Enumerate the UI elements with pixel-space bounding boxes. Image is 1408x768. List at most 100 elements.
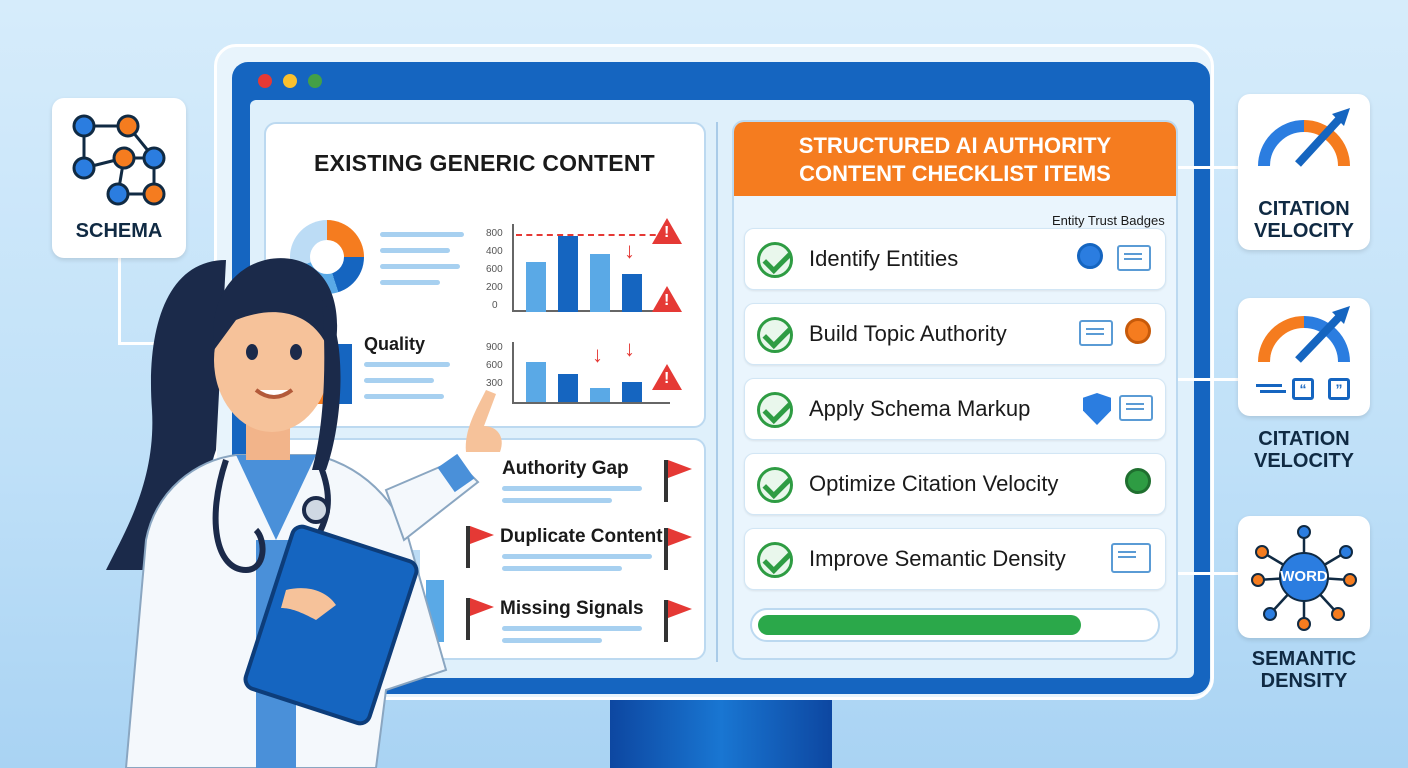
schema-card: SCHEMA [52, 98, 186, 258]
down-arrow-icon: ↓ [624, 238, 635, 263]
text-placeholder-line [364, 378, 434, 383]
bar-chart-2: 900 600 300 ↓ ↓ [486, 336, 682, 404]
checklist-item-label: Identify Entities [809, 246, 959, 271]
quote-open-icon: “ [1292, 378, 1314, 400]
checklist-item-apply-schema-markup[interactable]: Apply Schema Markup [744, 378, 1166, 440]
scrubs [236, 455, 316, 540]
issue-duplicate-content: Duplicate Content [500, 526, 663, 547]
warning-icon: ! [652, 364, 682, 390]
check-icon [757, 242, 793, 278]
check-icon [757, 392, 793, 428]
chart-bar [622, 382, 642, 402]
text-placeholder-line [502, 554, 652, 559]
quality-label: Quality [364, 334, 426, 354]
tick-label: 600 [486, 360, 503, 371]
speedometer-arrow-icon [1258, 108, 1350, 167]
citation-velocity-label-2: CITATION VELOCITY [1253, 428, 1354, 472]
donut-chart [290, 220, 364, 294]
text-placeholder-line [380, 232, 464, 237]
text-placeholder-line [364, 394, 444, 399]
chart-bar [590, 388, 610, 402]
red-flag-icon [664, 600, 692, 642]
tick-label: 0 [492, 300, 498, 311]
entity-trust-badges-caption: Entity Trust Badges [1052, 213, 1165, 228]
certificate-icon [1117, 245, 1151, 271]
text-placeholder-line [380, 264, 460, 269]
certificate-icon [1079, 320, 1113, 346]
text-placeholder-line [380, 280, 440, 285]
chart-bar [622, 274, 642, 312]
doctor-illustration [106, 258, 502, 768]
text-placeholder-line [502, 486, 642, 491]
citation-velocity-label: CITATION VELOCITY [1253, 198, 1354, 242]
text-placeholder-line [364, 362, 450, 367]
red-flag-icon [466, 598, 494, 640]
connector-line [1178, 166, 1238, 169]
text-placeholder-line [380, 248, 450, 253]
text-placeholder-line [502, 638, 602, 643]
issue-authority-gap: Authority Gap [502, 458, 629, 479]
monitor-stand [610, 694, 832, 768]
word-network-icon [1251, 525, 1357, 631]
citation-velocity-card-1: CITATION VELOCITY [1238, 94, 1370, 250]
semantic-density-label: SEMANTIC DENSITY [1251, 648, 1357, 692]
chart-bar [558, 374, 578, 402]
warning-icon: ! [652, 218, 682, 244]
red-flag-icon [664, 528, 692, 570]
text-placeholder-line [502, 626, 642, 631]
checklist-header-line1: STRUCTURED AI AUTHORITY [798, 133, 1112, 158]
window-minimize-dot[interactable] [283, 74, 297, 88]
text-placeholder-line [502, 566, 622, 571]
connector-line [1178, 378, 1238, 381]
checklist-item-label: Optimize Citation Velocity [809, 471, 1059, 496]
pointing-hand [465, 390, 502, 452]
window-close-dot[interactable] [258, 74, 272, 88]
checklist-header-line2: CONTENT CHECKLIST ITEMS [799, 161, 1111, 186]
window-maximize-dot[interactable] [308, 74, 322, 88]
checklist-item-label: Improve Semantic Density [809, 546, 1066, 571]
connector-line [118, 255, 121, 345]
tick-label: 200 [486, 282, 503, 293]
screen-divider [716, 122, 718, 662]
speedometer-arrow-icon [1258, 306, 1350, 363]
ribbon-badge-icon [1125, 318, 1151, 344]
chart-bar [526, 262, 546, 312]
tablet-icon [243, 524, 419, 726]
network-graph-icon [72, 114, 166, 206]
progress-fill [758, 615, 1081, 635]
checklist-header: STRUCTURED AI AUTHORITY CONTENT CHECKLIS… [734, 122, 1176, 196]
schema-label: SCHEMA [75, 220, 163, 242]
checklist-item-identify-entities[interactable]: Identify Entities [744, 228, 1166, 290]
check-icon [757, 467, 793, 503]
down-arrow-icon: ↓ [624, 336, 635, 361]
tick-label: 800 [486, 228, 503, 239]
red-flag-icon [466, 526, 494, 568]
semantic-density-card: WORD [1238, 516, 1370, 638]
issue-missing-signals: Missing Signals [500, 598, 644, 619]
progress-bar [750, 608, 1160, 642]
checklist-item-build-topic-authority[interactable]: Build Topic Authority [744, 303, 1166, 365]
word-node-label: WORD [1280, 568, 1328, 585]
shield-icon [1083, 393, 1111, 425]
checklist-item-optimize-citation-velocity[interactable]: Optimize Citation Velocity [744, 453, 1166, 515]
checklist-item-improve-semantic-density[interactable]: Improve Semantic Density [744, 528, 1166, 590]
chart-bar [590, 254, 610, 312]
text-placeholder-line [502, 498, 612, 503]
generic-content-title: EXISTING GENERIC CONTENT [314, 150, 655, 176]
ribbon-badge-icon [1125, 468, 1151, 494]
warning-icon: ! [652, 286, 682, 312]
red-flag-icon [664, 460, 692, 502]
threshold-line [516, 234, 666, 236]
speed-lines-icon [1256, 384, 1282, 387]
ribbon-badge-icon [1077, 243, 1103, 269]
connector-line [1178, 572, 1238, 575]
bar-chart-1: 800 400 600 200 0 ↓ [486, 224, 682, 314]
checklist-item-label: Apply Schema Markup [809, 396, 1031, 421]
chart-bar [558, 236, 578, 312]
tick-label: 600 [486, 264, 503, 275]
quote-close-icon: ” [1328, 378, 1350, 400]
citation-velocity-card-2: “ ” [1238, 298, 1370, 416]
certificate-icon [1111, 543, 1151, 573]
tick-label: 400 [486, 246, 503, 257]
check-icon [757, 542, 793, 578]
